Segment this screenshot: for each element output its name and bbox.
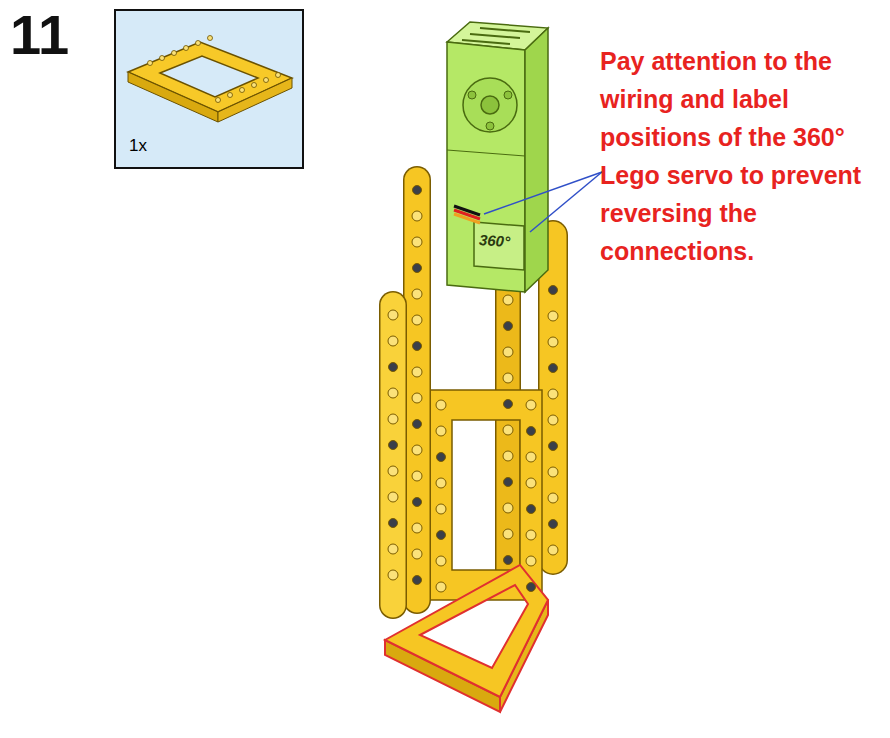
beam-hole — [413, 498, 422, 507]
parts-box: 1x — [115, 10, 303, 168]
beam-hole — [526, 556, 536, 566]
beam-hole — [548, 467, 558, 477]
beam-hole — [549, 442, 558, 451]
frame-hole — [172, 51, 177, 56]
beam-hole — [388, 466, 398, 476]
frame-hole — [196, 41, 201, 46]
beam-hole — [389, 519, 398, 528]
beam-hole — [526, 478, 536, 488]
beam-hole — [412, 315, 422, 325]
beam-hole — [503, 425, 513, 435]
beam-hole — [412, 445, 422, 455]
beam-hole — [548, 389, 558, 399]
beam-hole — [436, 556, 446, 566]
beam-hole — [548, 415, 558, 425]
frame-hole — [184, 46, 189, 51]
beam-hole — [388, 492, 398, 502]
beam-hole — [413, 342, 422, 351]
beam-hole — [436, 426, 446, 436]
beam-hole — [526, 530, 536, 540]
beam-hole — [412, 367, 422, 377]
beam-hole — [527, 505, 536, 514]
frame-hole — [208, 36, 213, 41]
beam-hole — [503, 347, 513, 357]
beam-hole — [504, 322, 513, 331]
servo-label-plate — [474, 222, 524, 270]
beam-hole — [412, 471, 422, 481]
frame-hole — [216, 98, 221, 103]
beam-hole — [436, 400, 446, 410]
beam-hole — [548, 337, 558, 347]
beam-hole — [503, 451, 513, 461]
beam-hole — [549, 520, 558, 529]
beam-hole — [549, 364, 558, 373]
beam-hole — [548, 493, 558, 503]
beam-hole — [412, 289, 422, 299]
beam-hole — [504, 556, 513, 565]
step-number: 11 — [10, 4, 69, 66]
beam-hole — [549, 286, 558, 295]
frame-hole — [228, 93, 233, 98]
beam-hole — [526, 452, 536, 462]
parts-box — [115, 10, 303, 168]
frame-hole — [160, 56, 165, 61]
leader-line — [484, 172, 602, 232]
beam-hole — [436, 582, 446, 592]
beam-hole — [388, 544, 398, 554]
beam — [393, 305, 394, 605]
beam-hole — [412, 523, 422, 533]
frame-part — [128, 42, 292, 122]
beam-hole — [527, 427, 536, 436]
beam-hole — [412, 393, 422, 403]
part-count: 1x — [129, 136, 147, 156]
frame-hole — [252, 83, 257, 88]
servo-wire — [454, 206, 480, 223]
beam-hole — [527, 583, 536, 592]
beam-hole — [389, 363, 398, 372]
servo-label: 360° — [478, 232, 510, 251]
beam-hole — [413, 186, 422, 195]
beam-hole — [437, 531, 446, 540]
frame-hole — [264, 78, 269, 83]
frame — [430, 390, 542, 600]
beam-hole — [504, 400, 513, 409]
beam-hole — [503, 529, 513, 539]
beam-hole — [413, 576, 422, 585]
beam-hole — [526, 400, 536, 410]
beam-hole — [388, 388, 398, 398]
beam-hole — [413, 420, 422, 429]
servo-360 — [447, 22, 548, 292]
beam-hole — [389, 441, 398, 450]
beam-hole — [504, 478, 513, 487]
beam-hole — [548, 311, 558, 321]
beam-hole — [388, 336, 398, 346]
warning-note: Pay attention to the wiring and label po… — [600, 42, 884, 270]
beam-hole — [503, 503, 513, 513]
beam-hole — [436, 478, 446, 488]
beam-hole — [436, 504, 446, 514]
frame-hole — [240, 88, 245, 93]
beam-hole — [413, 264, 422, 273]
frame-hole — [148, 61, 153, 66]
beam-hole — [412, 237, 422, 247]
frame-holes — [148, 36, 281, 103]
beam-hole — [388, 310, 398, 320]
beam-hole — [548, 545, 558, 555]
beam-hole — [412, 549, 422, 559]
beam-hole — [388, 414, 398, 424]
beam-hole — [412, 211, 422, 221]
beam-hole — [503, 373, 513, 383]
beam-hole — [437, 453, 446, 462]
beam-hole — [503, 295, 513, 305]
beam-hole — [388, 570, 398, 580]
frame-hole — [276, 73, 281, 78]
new-frame — [385, 565, 548, 712]
beam-holes — [388, 186, 558, 593]
